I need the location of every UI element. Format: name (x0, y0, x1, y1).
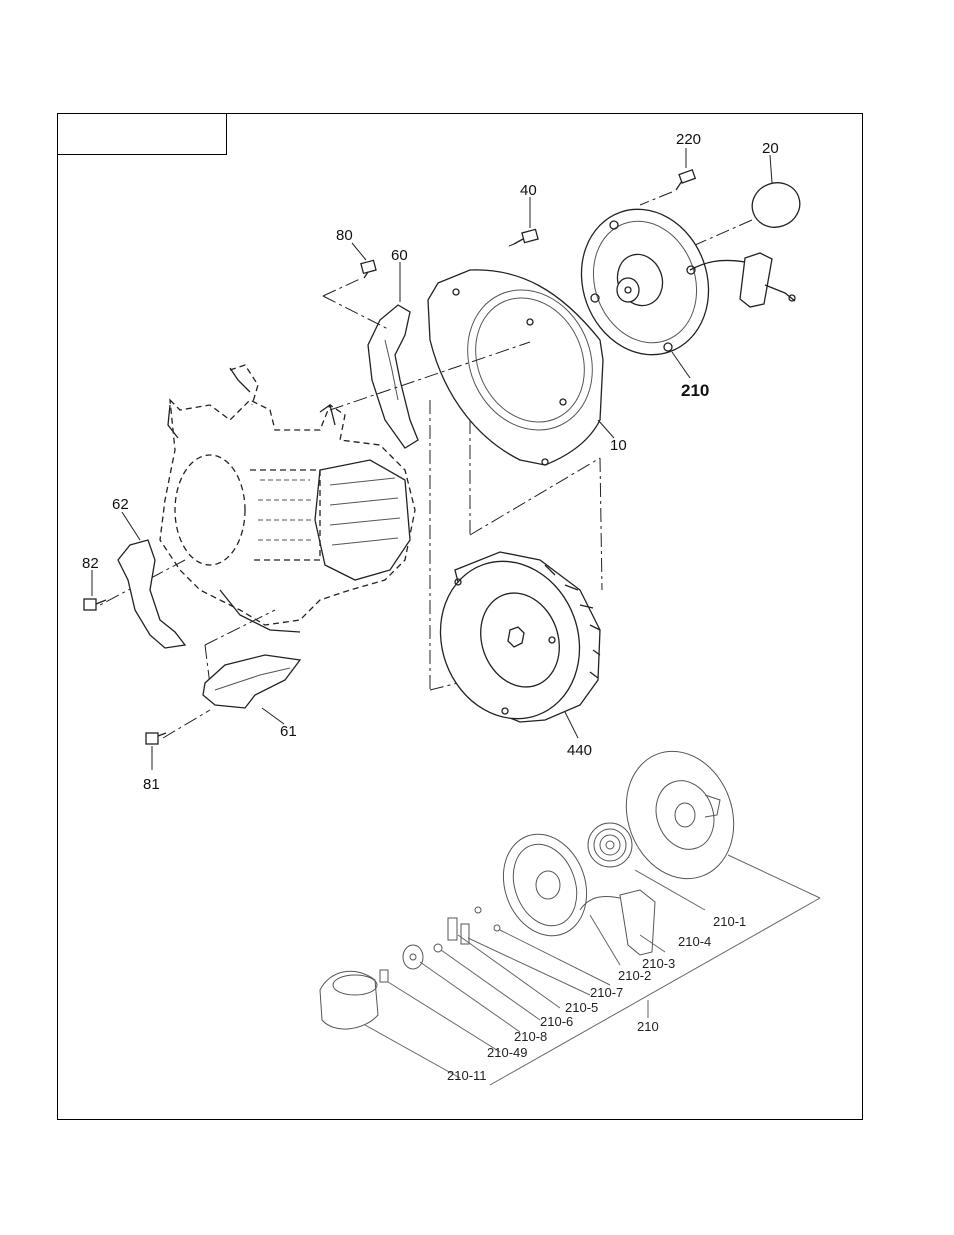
callout-210: 210 (681, 381, 709, 400)
callout-10: 10 (610, 437, 627, 454)
emblem-disc-20 (694, 182, 801, 246)
title-box (57, 113, 227, 155)
callout-40: 40 (520, 182, 537, 199)
callout-82: 82 (82, 555, 99, 572)
callout-210-4: 210-4 (678, 934, 711, 949)
callout-62: 62 (112, 496, 129, 513)
leader-20 (769, 154, 773, 184)
leader-440 (564, 711, 579, 739)
callout-60: 60 (391, 247, 408, 264)
callout-210-3: 210-3 (642, 956, 675, 971)
diagram-frame (57, 113, 863, 1120)
side-cover-62 (117, 539, 187, 649)
callout-210-11: 210-11 (447, 1068, 487, 1083)
leader-80 (351, 242, 367, 261)
leader-210 (671, 351, 691, 379)
assembly-lines (99, 277, 603, 739)
callout-210-2: 210-2 (618, 968, 651, 983)
callout-220: 220 (676, 131, 701, 148)
bolt-80 (360, 259, 377, 279)
baffle-plate-60 (367, 304, 419, 449)
leader-61 (261, 707, 285, 725)
callout-210-1: 210-1 (713, 914, 746, 929)
callout-210-6: 210-6 (540, 1014, 573, 1029)
callout-210-49: 210-49 (487, 1045, 527, 1060)
leader-62 (121, 511, 141, 541)
callout-210-8: 210-8 (514, 1029, 547, 1044)
subassembly-leaders (364, 854, 821, 1086)
flywheel-440 (439, 551, 601, 723)
fan-shroud-10 (427, 269, 604, 466)
callout-440: 440 (567, 742, 592, 759)
recoil-starter-210 (580, 208, 796, 356)
callout-210-5: 210-5 (565, 1000, 598, 1015)
bolt-81 (145, 732, 167, 745)
callout-81: 81 (143, 776, 160, 793)
callout-20: 20 (762, 140, 779, 157)
starter-subassembly (319, 750, 735, 1030)
engine-block (159, 364, 416, 633)
callout-210-7: 210-7 (590, 985, 623, 1000)
bolt-220 (639, 169, 697, 206)
callout-210-sub: 210 (637, 1019, 659, 1034)
leader-10 (597, 419, 615, 439)
bolt-40 (508, 228, 539, 247)
callout-80: 80 (336, 227, 353, 244)
bottom-plate-61 (202, 654, 302, 709)
bolt-82 (83, 598, 107, 611)
callout-61: 61 (280, 723, 297, 740)
